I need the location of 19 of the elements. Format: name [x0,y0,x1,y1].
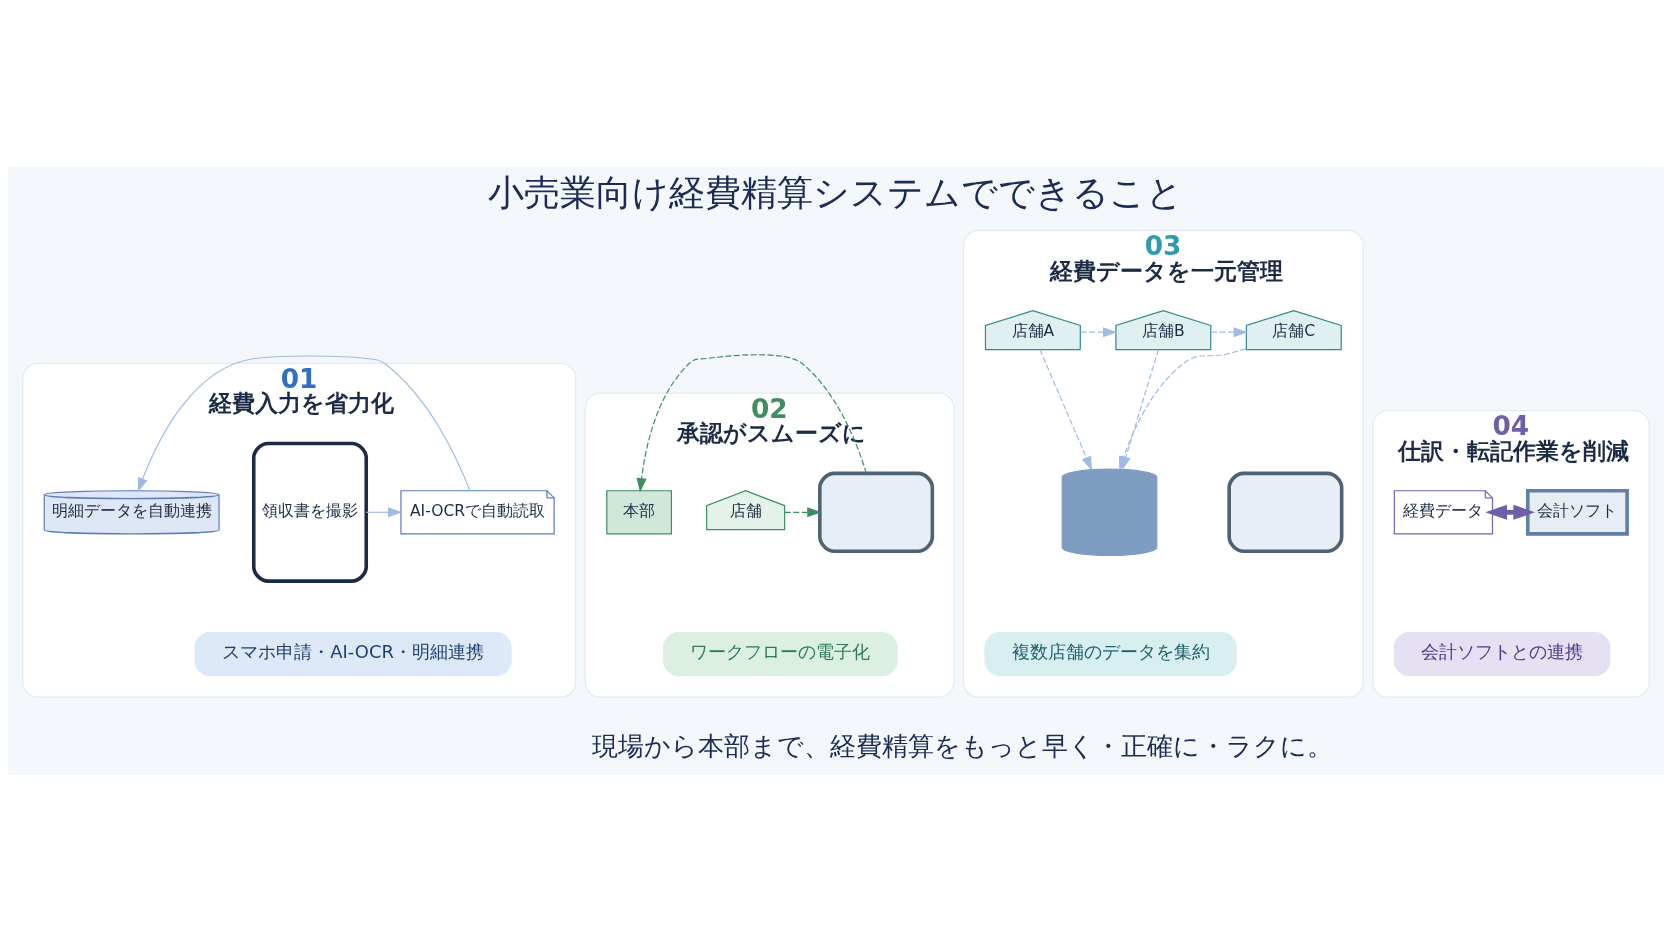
arrow [1080,326,1118,337]
node-box: 会計ソフト [1526,488,1629,536]
arrow [784,506,822,517]
arrow [1039,348,1093,471]
arrow [365,506,403,517]
diagram-title: 小売業向け経費精算システムでできること [488,171,1184,213]
node-box: 本部 [606,489,673,534]
node-box [1227,471,1344,553]
node-box: スマホ申請・AI-OCR・明細連携 [194,631,512,676]
arrow [137,354,471,492]
node-box [818,471,935,553]
node-box: 会計ソフトとの連携 [1393,631,1611,676]
caption: 現場から本部まで、経費精算をもっと早く・正確に・ラクに。 [591,730,1333,761]
node-box: ワークフローの電子化 [663,631,898,676]
arrow [1485,504,1535,520]
node-box: 複数店舗のデータを集約 [984,631,1237,676]
arrow [1210,326,1248,337]
node-box: 領収書を撮影 [251,441,369,583]
arrow [636,353,867,492]
